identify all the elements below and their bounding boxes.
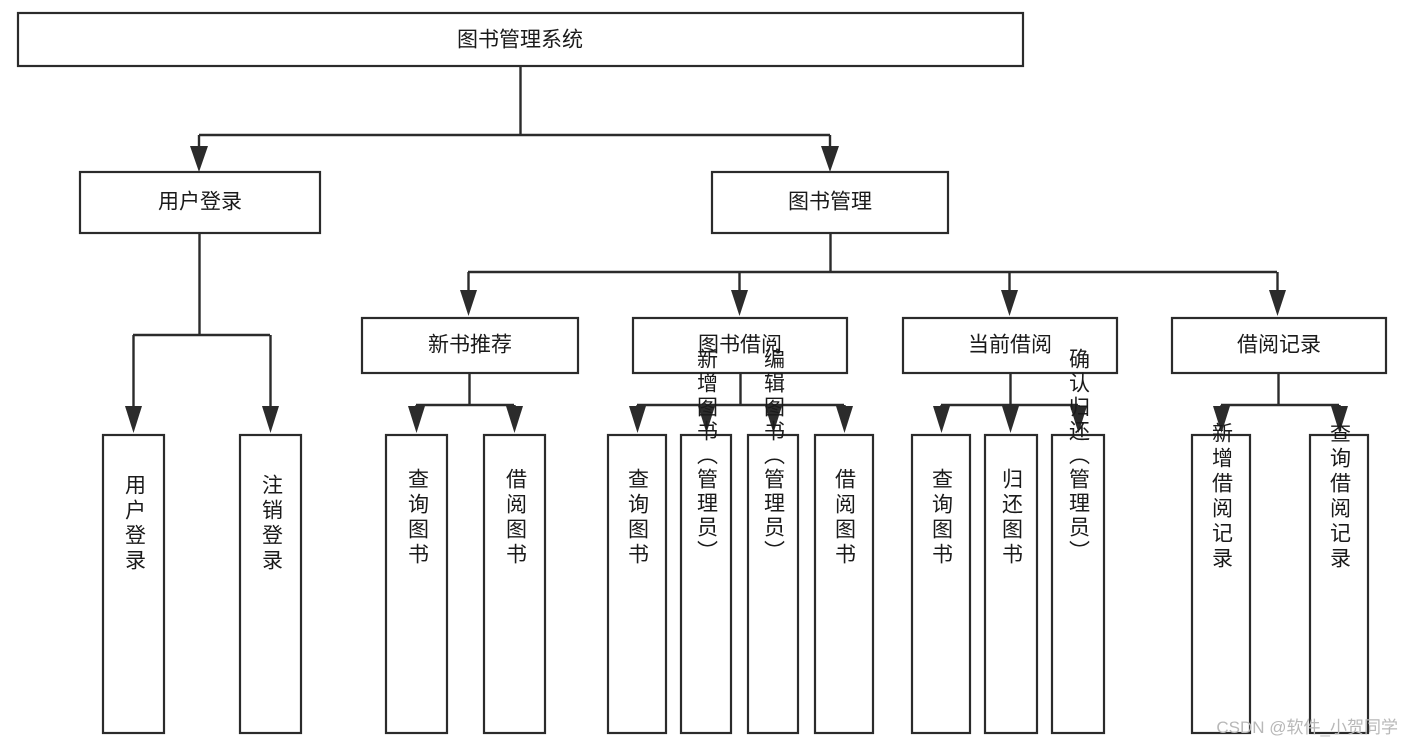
node-leaf-query-book-2[interactable]: 查询图书 bbox=[606, 433, 668, 735]
arrow-head-leaf-add-book-admin bbox=[698, 406, 715, 433]
node-leaf-logout-login-box[interactable] bbox=[238, 433, 303, 735]
arrow-head-leaf-borrow-book-2 bbox=[836, 406, 853, 433]
arrow-head-leaf-query-book-2 bbox=[629, 406, 646, 433]
node-leaf-query-book-3-label: 查询图书 bbox=[930, 468, 954, 568]
node-leaf-return-book-label: 归还图书 bbox=[1000, 468, 1024, 568]
node-leaf-user-login-box[interactable] bbox=[101, 433, 166, 735]
connector-layer bbox=[125, 66, 1348, 433]
arrow-head-leaf-return-book bbox=[1002, 406, 1019, 433]
node-new-book-recommend-label: 新书推荐 bbox=[428, 334, 512, 357]
node-leaf-edit-book-admin-label: 编辑图书（管理员） bbox=[762, 348, 786, 564]
arrow-head-leaf-add-borrow-record bbox=[1213, 406, 1230, 433]
node-root-label: 图书管理系统 bbox=[457, 29, 583, 52]
node-leaf-confirm-return-admin[interactable]: 确认归还（管理员） bbox=[1050, 348, 1106, 735]
node-leaf-borrow-book-1-box[interactable] bbox=[482, 433, 547, 735]
arrow-head-leaf-borrow-book-1 bbox=[506, 406, 523, 433]
node-leaf-edit-book-admin[interactable]: 编辑图书（管理员） bbox=[746, 348, 800, 735]
node-leaf-add-book-admin-label: 新增图书（管理员） bbox=[695, 348, 719, 564]
node-leaf-add-book-admin[interactable]: 新增图书（管理员） bbox=[679, 348, 733, 735]
node-leaf-query-book-3[interactable]: 查询图书 bbox=[910, 433, 972, 735]
node-root-box[interactable] bbox=[16, 11, 1025, 68]
node-leaf-logout-login-label: 注销登录 bbox=[260, 474, 284, 574]
node-leaf-return-book-box[interactable] bbox=[983, 433, 1039, 735]
node-user-login-label: 用户登录 bbox=[158, 191, 242, 214]
node-root[interactable]: 图书管理系统 bbox=[16, 11, 1025, 68]
node-leaf-query-book-2-label: 查询图书 bbox=[626, 468, 650, 568]
node-book-borrow-box[interactable] bbox=[631, 316, 849, 375]
arrow-head-current-borrow bbox=[1001, 290, 1018, 316]
arrow-head-leaf-edit-book-admin bbox=[765, 406, 782, 433]
node-leaf-borrow-book-1[interactable]: 借阅图书 bbox=[482, 433, 547, 735]
node-leaf-query-book-1-box[interactable] bbox=[384, 433, 449, 735]
node-leaf-query-borrow-record-box[interactable] bbox=[1308, 433, 1370, 735]
node-new-book-recommend-box[interactable] bbox=[360, 316, 580, 375]
node-user-login-box[interactable] bbox=[78, 170, 322, 235]
node-leaf-query-book-3-box[interactable] bbox=[910, 433, 972, 735]
node-current-borrow-box[interactable] bbox=[901, 316, 1119, 375]
node-leaf-borrow-book-2-box[interactable] bbox=[813, 433, 875, 735]
node-leaf-logout-login[interactable]: 注销登录 bbox=[238, 433, 303, 735]
node-current-borrow-label: 当前借阅 bbox=[968, 334, 1052, 357]
node-leaf-user-login[interactable]: 用户登录 bbox=[101, 433, 166, 735]
node-leaf-confirm-return-admin-label: 确认归还（管理员） bbox=[1067, 348, 1091, 564]
node-book-manage[interactable]: 图书管理 bbox=[710, 170, 950, 235]
node-borrow-record-box[interactable] bbox=[1170, 316, 1388, 375]
node-leaf-query-borrow-record-label: 查询借阅记录 bbox=[1328, 422, 1352, 572]
node-borrow-record-label: 借阅记录 bbox=[1237, 334, 1321, 357]
arrow-head-leaf-confirm-return-admin bbox=[1070, 406, 1087, 433]
node-new-book-recommend[interactable]: 新书推荐 bbox=[360, 316, 580, 375]
node-leaf-query-book-1[interactable]: 查询图书 bbox=[384, 433, 449, 735]
node-borrow-record[interactable]: 借阅记录 bbox=[1170, 316, 1388, 375]
arrow-head-new-book-recommend bbox=[460, 290, 477, 316]
node-leaf-add-borrow-record-label: 新增借阅记录 bbox=[1210, 422, 1234, 572]
node-leaf-confirm-return-admin-box[interactable] bbox=[1050, 433, 1106, 735]
arrow-head-leaf-query-book-3 bbox=[933, 406, 950, 433]
node-leaf-add-borrow-record[interactable]: 新增借阅记录 bbox=[1190, 422, 1252, 735]
arrow-head-book-manage bbox=[821, 146, 839, 172]
arrow-head-leaf-user-login bbox=[125, 406, 142, 433]
node-current-borrow[interactable]: 当前借阅 bbox=[901, 316, 1119, 375]
csdn-watermark: CSDN @软件_小贺同学 bbox=[1216, 718, 1398, 737]
node-leaf-query-book-1-label: 查询图书 bbox=[406, 468, 430, 568]
arrow-head-borrow-record bbox=[1269, 290, 1286, 316]
node-leaf-edit-book-admin-box[interactable] bbox=[746, 433, 800, 735]
node-leaf-borrow-book-2-label: 借阅图书 bbox=[833, 468, 857, 568]
arrow-head-book-borrow bbox=[731, 290, 748, 316]
arrow-head-leaf-query-borrow-record bbox=[1331, 406, 1348, 433]
node-leaf-borrow-book-2[interactable]: 借阅图书 bbox=[813, 433, 875, 735]
arrow-head-leaf-logout-login bbox=[262, 406, 279, 433]
node-leaf-add-book-admin-box[interactable] bbox=[679, 433, 733, 735]
arrow-head-leaf-query-book-1 bbox=[408, 406, 425, 433]
arrow-head-user-login bbox=[190, 146, 208, 172]
node-leaf-query-borrow-record[interactable]: 查询借阅记录 bbox=[1308, 422, 1370, 735]
node-leaf-borrow-book-1-label: 借阅图书 bbox=[504, 468, 528, 568]
node-book-borrow-label: 图书借阅 bbox=[698, 334, 782, 357]
node-leaf-query-book-2-box[interactable] bbox=[606, 433, 668, 735]
node-book-manage-label: 图书管理 bbox=[788, 191, 872, 214]
node-leaf-return-book[interactable]: 归还图书 bbox=[983, 433, 1039, 735]
node-user-login[interactable]: 用户登录 bbox=[78, 170, 322, 235]
node-book-manage-box[interactable] bbox=[710, 170, 950, 235]
node-leaf-add-borrow-record-box[interactable] bbox=[1190, 433, 1252, 735]
node-leaf-user-login-label: 用户登录 bbox=[123, 474, 147, 574]
node-book-borrow[interactable]: 图书借阅 bbox=[631, 316, 849, 375]
